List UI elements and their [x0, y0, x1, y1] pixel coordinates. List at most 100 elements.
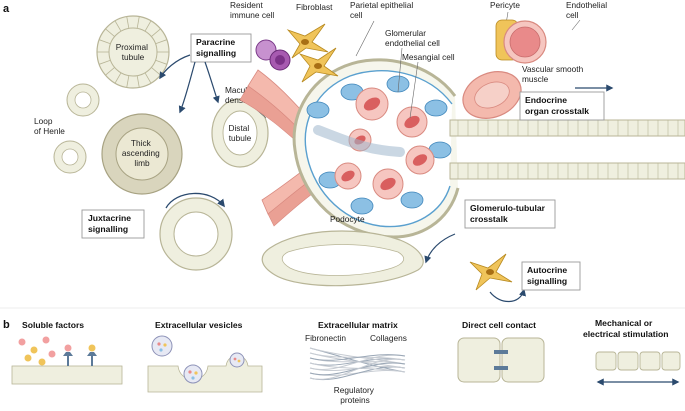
- regulatory-proteins-label: Regulatory proteins: [334, 385, 376, 405]
- pericyte-label: Pericyte: [490, 0, 520, 10]
- autocrine-fibroblast: [469, 253, 513, 291]
- endothelial-cell-label: Endothelial cell: [566, 0, 609, 20]
- juxtacrine-arrow: [165, 192, 225, 209]
- outflow-tubule-cells: [457, 120, 679, 179]
- tubule-cell-boundary: [105, 67, 115, 76]
- loop-of-henle: Loop of Henle: [34, 83, 100, 174]
- parietal-epithelial-line2: cell: [350, 10, 363, 20]
- resident-immune-cells: [255, 39, 291, 71]
- parietal-epithelial-label: Parietal epithelial cell: [350, 0, 416, 20]
- glomerulo-tubular-box: Glomerulo-tubular crosstalk: [464, 199, 556, 229]
- direct-cell-contact: Direct cell contact: [457, 320, 545, 383]
- vascular-smooth-muscle-line2: muscle: [522, 74, 549, 84]
- panel-b-label: b: [3, 319, 10, 331]
- glomerular-capillaries: [334, 87, 435, 200]
- juxtacrine-tubule: [159, 192, 233, 271]
- ecm-fibre: [309, 358, 406, 380]
- tubule-cell-boundary: [99, 59, 111, 65]
- extracellular-vesicles: Extracellular vesicles: [147, 320, 263, 393]
- paracrine-line1: Paracrine: [196, 37, 235, 47]
- tubule-cell-boundary: [126, 75, 130, 88]
- proximal-tubule-label-line1: Proximal: [116, 42, 148, 52]
- podocyte-cell: [350, 197, 374, 215]
- distal-tubule-label: Distal tubule: [228, 123, 251, 143]
- vascular-smooth-muscle-label: Vascular smooth muscle: [522, 64, 586, 84]
- glomerulo-tubular-arrow: [424, 233, 456, 264]
- autocrine-text: Autocrine signalling: [527, 265, 570, 286]
- paracrine-box: Paracrine signalling: [190, 33, 252, 63]
- tubule-cell-boundary: [155, 59, 167, 65]
- podocyte-cell: [400, 191, 424, 209]
- vascular-smooth-muscle-line1: Vascular smooth: [522, 64, 584, 74]
- distal-tubule-label-line2: tubule: [229, 133, 252, 143]
- outflow-tubule: [449, 119, 685, 180]
- tubule-cell-boundary: [105, 28, 115, 37]
- soluble-factors: Soluble factors: [11, 320, 123, 385]
- red-blood-cell: [363, 97, 381, 111]
- endocrine-line1: Endocrine: [525, 95, 567, 105]
- podocyte-cell: [306, 101, 330, 119]
- thick-ascending-limb-line1: Thick: [131, 138, 152, 148]
- proximal-tubule-cells: [97, 16, 169, 88]
- red-blood-cell: [341, 170, 355, 182]
- loop-of-henle-label: Loop of Henle: [34, 116, 65, 136]
- proximal-tubule: Proximal tubule: [96, 15, 170, 89]
- proximal-tubule-label: Proximal tubule: [116, 42, 151, 62]
- parietal-epithelial-line1: Parietal epithelial: [350, 0, 413, 10]
- regulatory-proteins-line1: Regulatory: [334, 385, 375, 395]
- autocrine-box: Autocrine signalling: [521, 261, 581, 291]
- tubule-cell-boundary: [155, 39, 167, 45]
- autocrine-line1: Autocrine: [527, 265, 567, 275]
- soluble-factors-title: Soluble factors: [22, 320, 84, 330]
- autocrine-arrow: [489, 288, 526, 303]
- tubule-cell-boundary: [136, 75, 140, 88]
- tubule-cell-boundary: [151, 67, 161, 76]
- distal-tubule: Distal tubule: [211, 98, 269, 168]
- mechanical-stimulation: Mechanical or electrical stimulation: [583, 318, 681, 386]
- juxtacrine-text: Juxtacrine signalling: [88, 213, 133, 234]
- tubule-cell-boundary: [136, 16, 140, 29]
- tubule-cell-boundary: [114, 72, 122, 84]
- glomerulo-tubular-text: Glomerulo-tubular crosstalk: [470, 203, 547, 224]
- fibroblasts: [286, 23, 339, 83]
- tubule-cell-boundary: [151, 28, 161, 37]
- glomerulus: [292, 58, 460, 239]
- red-blood-cell: [404, 115, 420, 129]
- tubule-cell-boundary: [99, 39, 111, 45]
- red-blood-cell: [380, 177, 396, 191]
- mechanical-line1: Mechanical or: [595, 318, 653, 328]
- autocrine-line2: signalling: [527, 276, 567, 286]
- extracellular-matrix-title: Extracellular matrix: [318, 320, 398, 330]
- red-blood-cell: [412, 154, 428, 166]
- ecm-fibre: [309, 354, 406, 361]
- glomerular-endothelial-label: Glomerular endothelial cell: [385, 28, 440, 48]
- podocyte-cell: [424, 99, 448, 117]
- thick-ascending-limb-line2: ascending: [122, 148, 160, 158]
- mechanical-title: Mechanical or electrical stimulation: [583, 318, 669, 339]
- thick-ascending-limb: Thick ascending limb: [101, 113, 183, 195]
- paracrine-line2: signalling: [196, 48, 236, 58]
- glomerular-endothelial-line1: Glomerular: [385, 28, 426, 38]
- resident-immune-cell-line1: Resident: [230, 0, 263, 10]
- macula-densa-line1: Macula: [225, 85, 252, 95]
- mesangial-cell-label: Mesangial cell: [402, 52, 455, 62]
- mechanical-line2: electrical stimulation: [583, 329, 669, 339]
- macula-densa-label: Macula densa: [225, 85, 254, 105]
- tubule-cell-boundary: [114, 20, 122, 32]
- proximal-tubule-label-line2: tubule: [122, 52, 145, 62]
- endothelial-cell-line2: cell: [566, 10, 579, 20]
- juxtacrine-line1: Juxtacrine: [88, 213, 131, 223]
- tubule-cell-boundary: [126, 16, 130, 29]
- collagens-label: Collagens: [370, 333, 407, 343]
- vascular-smooth-muscle-vessel: [462, 71, 522, 119]
- macula-densa-line2: densa: [225, 95, 248, 105]
- regulatory-proteins-line2: proteins: [340, 395, 370, 405]
- paracrine-arrows: [159, 54, 220, 114]
- endocrine-text: Endocrine organ crosstalk: [525, 95, 589, 116]
- juxtacrine-box: Juxtacrine signalling: [81, 209, 145, 239]
- tubule-cell-boundary: [144, 72, 152, 84]
- extracellular-matrix: Extracellular matrix Fibronectin Collage…: [305, 320, 407, 405]
- extracellular-vesicles-title: Extracellular vesicles: [155, 320, 243, 330]
- mesangium: [313, 125, 405, 157]
